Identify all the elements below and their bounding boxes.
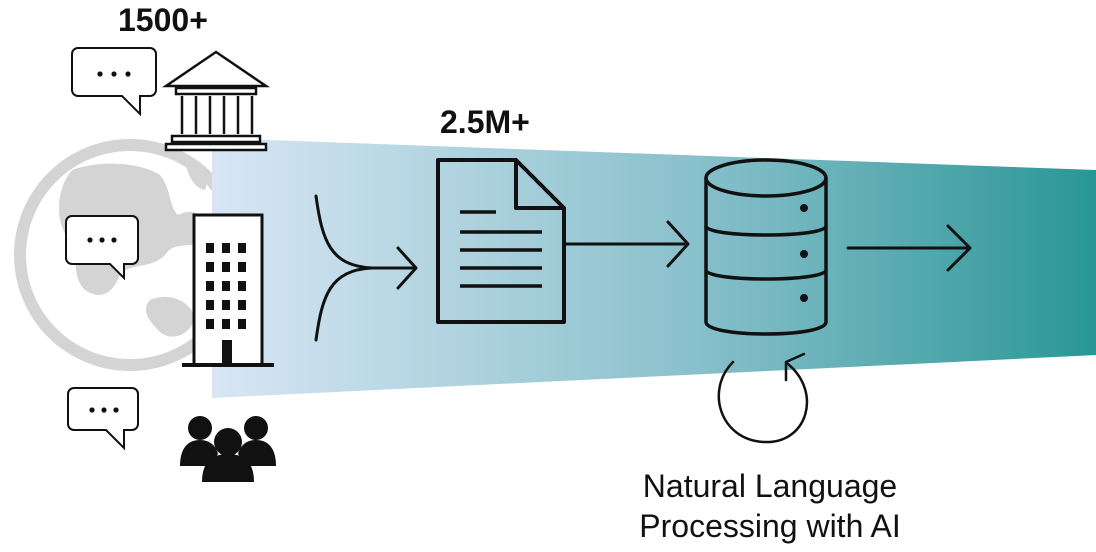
database-icon bbox=[704, 158, 828, 336]
institutions-count: 1500+ bbox=[118, 2, 208, 38]
arrow-right-icon bbox=[846, 224, 972, 272]
refresh-cycle-icon bbox=[717, 352, 809, 444]
bank-icon bbox=[161, 50, 271, 152]
funnel-band bbox=[212, 138, 1096, 398]
caption-line-1: Natural Language bbox=[642, 468, 898, 504]
merge-arrow-icon bbox=[314, 194, 418, 342]
document-icon bbox=[436, 158, 566, 324]
nlp-caption: Natural Language Processing with AI bbox=[560, 466, 980, 546]
people-group-icon bbox=[180, 416, 276, 482]
speech-bubble-icon bbox=[71, 47, 157, 117]
caption-line-2: Processing with AI bbox=[639, 508, 901, 544]
speech-bubble-icon bbox=[67, 387, 139, 451]
speech-bubble-icon bbox=[65, 215, 139, 281]
documents-count: 2.5M+ bbox=[440, 104, 530, 140]
office-building-icon bbox=[182, 213, 274, 367]
arrow-right-icon bbox=[564, 220, 690, 268]
